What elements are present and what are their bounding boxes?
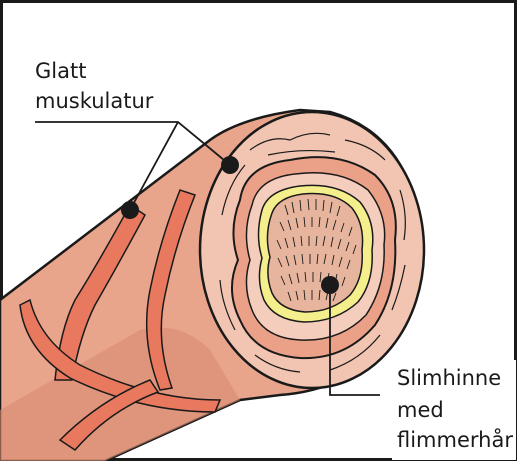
smooth-muscle-marker-tube <box>121 201 139 219</box>
mucosa-label-line1: Slimhinne <box>397 366 501 390</box>
lumen <box>267 194 362 312</box>
smooth-muscle-label-line1: Glatt <box>35 59 86 83</box>
smooth-muscle-marker-ring <box>221 156 239 174</box>
mucosa-marker <box>321 276 339 294</box>
mucosa-label-line2: med <box>397 398 444 422</box>
mucosa-label-line3: flimmerhår <box>397 427 513 452</box>
smooth-muscle-label-line2: muskulatur <box>35 89 154 113</box>
